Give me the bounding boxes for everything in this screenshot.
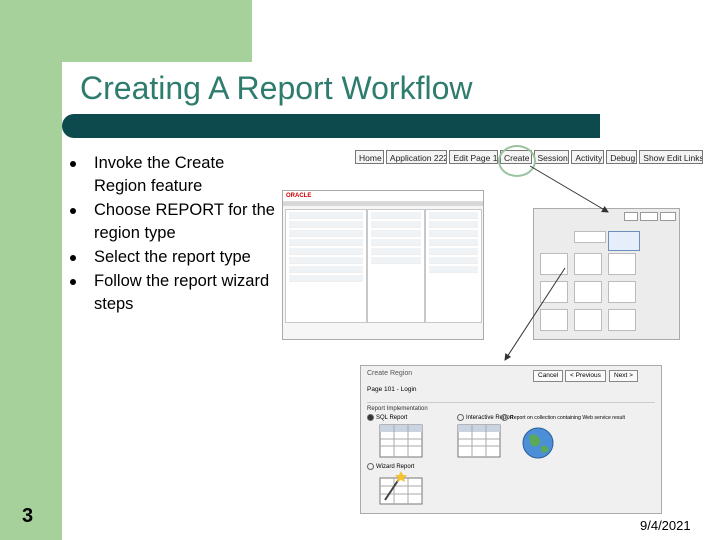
region-tile-wizard[interactable] [540, 309, 568, 331]
slide-title: Creating A Report Workflow [80, 70, 473, 106]
next-mini-button[interactable] [660, 212, 676, 221]
region-tile-grid[interactable] [574, 281, 602, 303]
toolbar [283, 202, 483, 206]
oracle-logo: ORACLE [286, 193, 312, 199]
breadcrumb-session[interactable]: Session [533, 150, 570, 164]
cancel-mini-button[interactable] [624, 212, 638, 221]
region-tile-html[interactable] [574, 231, 606, 243]
next-button[interactable]: Next > [609, 370, 638, 382]
app-header: ORACLE [283, 191, 483, 202]
slide-date: 9/4/2021 [640, 518, 691, 533]
region-tile-chart[interactable] [574, 253, 602, 275]
breadcrumb-activity[interactable]: Activity [571, 150, 605, 164]
breadcrumb-application[interactable]: Application 222 [385, 150, 448, 164]
bullet-dot-icon [70, 255, 76, 261]
section-label: Report Implementation [367, 406, 428, 412]
region-tile-tabular[interactable] [608, 281, 636, 303]
page-rendering-column [285, 209, 367, 323]
option-web-service-report[interactable]: Report on collection containing Web serv… [501, 414, 625, 421]
region-type-screenshot [533, 208, 680, 340]
divider [367, 402, 655, 403]
title-underline-bar [62, 114, 600, 138]
region-tile-form[interactable] [540, 253, 568, 275]
previous-mini-button[interactable] [640, 212, 658, 221]
interactive-report-table-icon [457, 424, 501, 458]
bullet-item: Follow the report wizard steps [70, 270, 280, 316]
arrow-region-type-to-create-region [504, 267, 566, 361]
shared-components-column [425, 209, 482, 323]
radio-icon [367, 463, 374, 470]
breadcrumb-show-edit-links[interactable]: Show Edit Links [639, 150, 704, 164]
page-number: 3 [22, 505, 34, 527]
region-tile-report[interactable] [608, 231, 640, 251]
breadcrumb-edit-page[interactable]: Edit Page 1 [449, 150, 498, 164]
highlight-circle [498, 145, 536, 177]
radio-selected-icon [367, 414, 374, 421]
bullet-list: Invoke the Create Region feature Choose … [70, 152, 280, 317]
page-definition-screenshot: ORACLE [282, 190, 484, 340]
arrow-create-to-region-type [529, 165, 609, 213]
option-wizard-report[interactable]: Wizard Report [367, 463, 414, 470]
region-tile-tree[interactable] [574, 309, 602, 331]
page-processing-column [367, 209, 425, 323]
previous-button[interactable]: < Previous [565, 370, 606, 382]
decor-green-left [0, 0, 62, 540]
cancel-button[interactable]: Cancel [533, 370, 564, 382]
bullet-dot-icon [70, 161, 76, 167]
option-interactive-report[interactable]: Interactive Report [457, 414, 513, 421]
page-label: Page 101 - Login [367, 386, 417, 393]
bullet-item: Select the report type [70, 246, 280, 269]
bullet-item: Choose REPORT for the region type [70, 199, 280, 245]
sql-report-table-icon [379, 424, 423, 458]
bullet-item: Invoke the Create Region feature [70, 152, 280, 198]
radio-icon [457, 414, 464, 421]
region-tile-list[interactable] [540, 281, 568, 303]
region-tile-url[interactable] [608, 309, 636, 331]
bullet-dot-icon [70, 279, 76, 285]
create-region-screenshot: Create Region Cancel < Previous Next > P… [360, 365, 662, 514]
create-region-title: Create Region [367, 370, 413, 377]
breadcrumb-debug[interactable]: Debug [606, 150, 638, 164]
breadcrumb-home[interactable]: Home [355, 150, 384, 164]
wizard-report-icon [379, 471, 423, 505]
region-tile-calendar[interactable] [608, 253, 636, 275]
radio-icon [501, 414, 508, 421]
bullet-dot-icon [70, 208, 76, 214]
option-sql-report[interactable]: SQL Report [367, 414, 407, 421]
globe-icon [522, 427, 554, 459]
